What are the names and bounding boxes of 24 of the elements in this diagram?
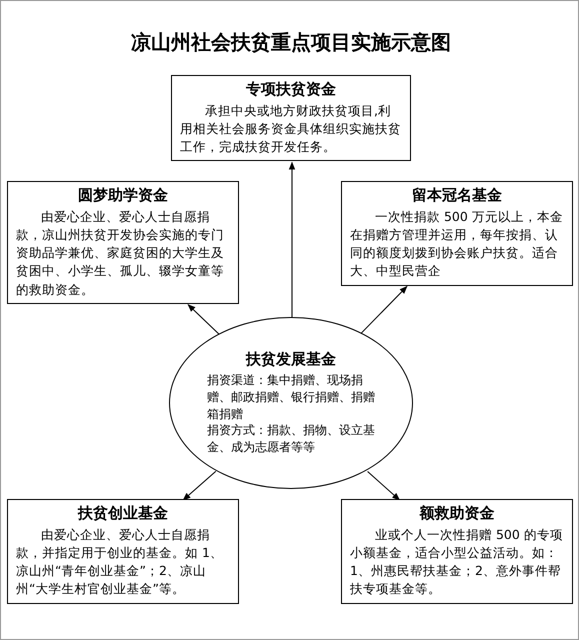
fund-title: 扶贫发展基金 xyxy=(246,350,336,369)
arrow xyxy=(288,162,296,318)
arrow xyxy=(182,470,216,501)
fund-title: 留本冠名基金 xyxy=(411,186,503,205)
fund-description: 由爱心企业、爱心人士自愿捐款，凉山州扶贫开发协会实施的专门资助品学兼优、家庭贫困的大学生及贫困中、小学生、孤儿、辍学女童等的救助资金。 xyxy=(16,208,225,298)
fund-box xyxy=(7,181,239,304)
fund-description: 捐资方式：捐款、捐物、设立基金、成为志愿者等等 xyxy=(207,422,375,456)
diagram-title: 凉山州社会扶贫重点项目实施示意图 xyxy=(131,29,451,56)
fund-description: 承担中央或地方财政扶贫项目,利用相关社会服务资金具体组织实施扶贫工作，完成扶贫开发任务。 xyxy=(180,102,402,156)
fund-box xyxy=(341,499,573,604)
fund-box xyxy=(341,181,573,286)
fund-box xyxy=(7,499,239,604)
fund-description: 捐资渠道：集中捐赠、现场捐赠、邮政捐赠、银行捐赠、捐赠箱捐赠 xyxy=(207,372,375,422)
fund-box xyxy=(171,75,411,162)
arrow xyxy=(360,286,408,334)
fund-title: 专项扶贫资金 xyxy=(245,80,337,99)
fund-title: 扶贫创业基金 xyxy=(76,504,169,523)
fund-description: 一次性捐款 500 万元以上，本金在捐赠方管理并运用，每年按捐、认同的额度划拨到协会账户扶贫。适合大、中型民营企 xyxy=(350,208,564,280)
arrow xyxy=(367,471,400,501)
fund-description: 业或个人一次性捐赠 500 的专项小额基金，适合小型公益活动。如：1、州惠民帮扶基金；2、意外事件帮扶专项基金等。 xyxy=(350,526,564,598)
fund-title: 额救助资金 xyxy=(418,504,496,523)
fund-description: 由爱心企业、爱心人士自愿捐款，并指定用于创业的基金。如 1、凉山州“青年创业基金”；2、凉山州“大学生村官创业基金”等。 xyxy=(16,526,224,598)
arrow xyxy=(188,304,220,336)
fund-title: 圆梦助学资金 xyxy=(77,186,169,205)
